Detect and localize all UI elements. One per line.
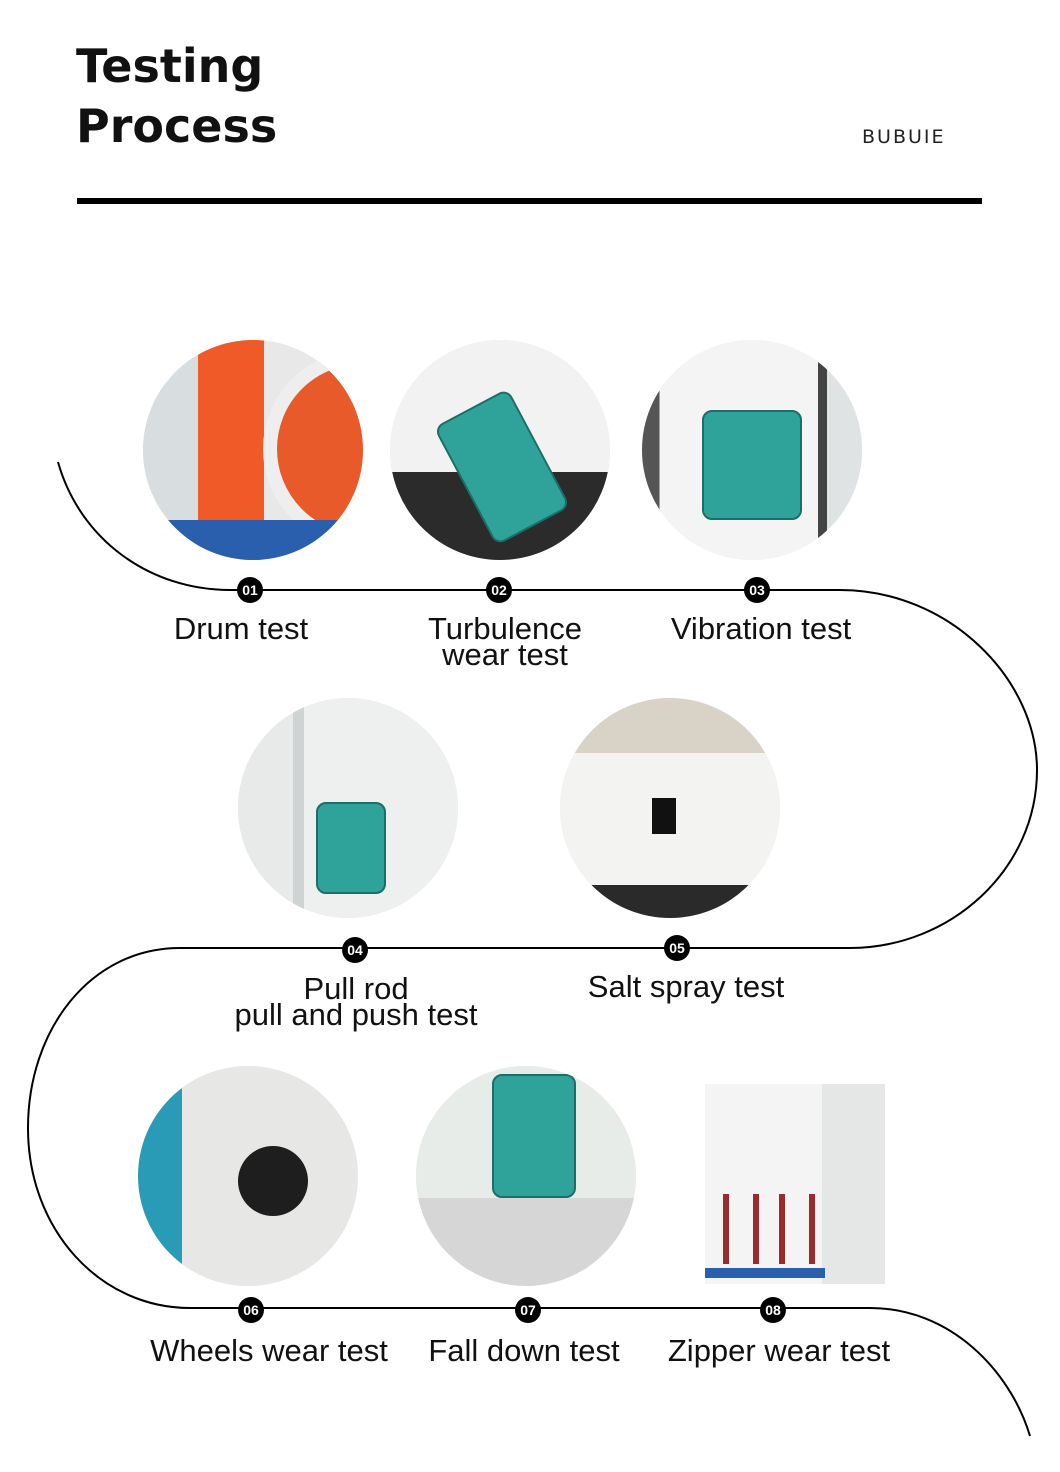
step-badge-08: 08 bbox=[760, 1297, 786, 1323]
fall-down-test-photo bbox=[416, 1066, 636, 1286]
vibration-test-photo bbox=[642, 340, 862, 560]
step-badge-05: 05 bbox=[664, 935, 690, 961]
salt-spray-test-photo bbox=[560, 698, 780, 918]
turbulence-test-photo bbox=[390, 340, 610, 560]
step-badge-07: 07 bbox=[515, 1297, 541, 1323]
step-label-pull-rod: Pull rod pull and push test bbox=[234, 971, 478, 1032]
wheels-wear-test-photo bbox=[138, 1066, 358, 1286]
label-line: wear test bbox=[442, 637, 568, 672]
step-badge-04: 04 bbox=[342, 937, 368, 963]
title-line-1: Testing bbox=[76, 39, 264, 93]
page-title: Testing Process bbox=[76, 36, 277, 156]
pull-rod-test-photo bbox=[238, 698, 458, 918]
step-label-zipper: Zipper wear test bbox=[667, 1333, 891, 1368]
step-label-wheels: Wheels wear test bbox=[150, 1333, 388, 1368]
step-label-fall-down: Fall down test bbox=[428, 1333, 620, 1368]
label-line: Turbulence bbox=[428, 611, 582, 646]
step-badge-01: 01 bbox=[237, 577, 263, 603]
brand-logo: BUBUIE bbox=[862, 126, 946, 148]
title-line-2: Process bbox=[76, 99, 278, 153]
step-badge-06: 06 bbox=[238, 1297, 264, 1323]
label-line: Pull rod bbox=[303, 971, 409, 1006]
step-label-vibration: Vibration test bbox=[670, 611, 852, 646]
zipper-wear-test-photo bbox=[705, 1084, 885, 1284]
label-line: pull and push test bbox=[234, 997, 478, 1032]
drum-test-photo bbox=[143, 340, 363, 560]
step-badge-03: 03 bbox=[744, 577, 770, 603]
step-label-turbulence: Turbulence wear test bbox=[428, 611, 582, 672]
step-label-salt-spray: Salt spray test bbox=[587, 969, 785, 1004]
step-badge-02: 02 bbox=[486, 577, 512, 603]
header-divider bbox=[77, 198, 982, 204]
step-label-drum: Drum test bbox=[173, 611, 309, 646]
